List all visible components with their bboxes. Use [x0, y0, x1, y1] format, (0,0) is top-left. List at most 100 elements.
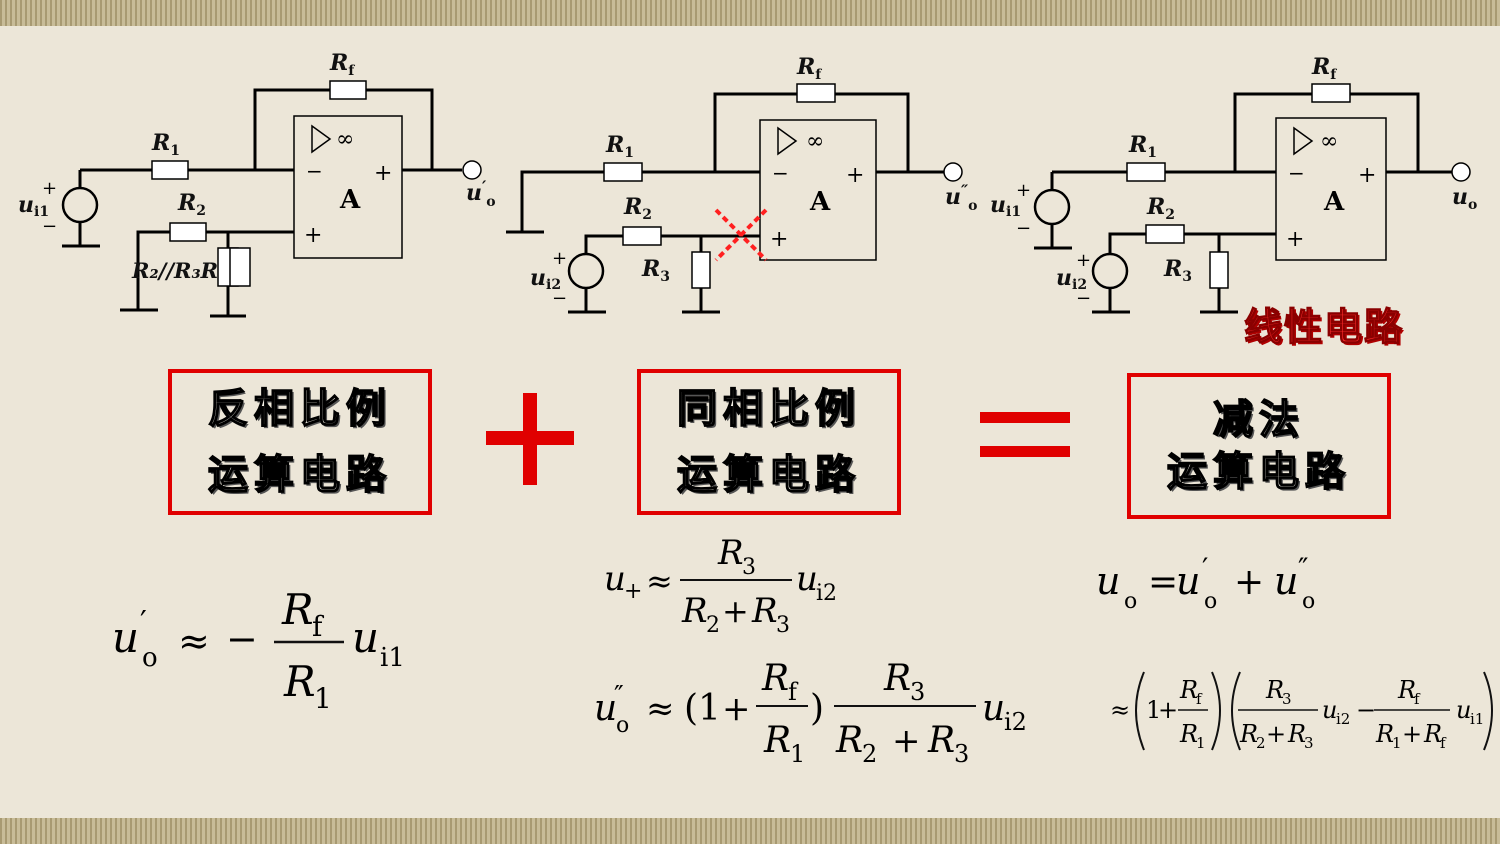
box-inverting-line1: 反相比例 — [207, 385, 392, 433]
label-output-1: u′o — [466, 177, 496, 210]
svg-text:i1: i1 — [1470, 710, 1484, 728]
polarity-minus-3a: − — [1016, 218, 1031, 239]
resistor-r3-3 — [1209, 251, 1229, 289]
svg-text:1: 1 — [314, 682, 332, 715]
box-subtractor: 减法 运算电路 — [1127, 373, 1391, 519]
svg-text:i2: i2 — [1336, 710, 1350, 728]
svg-text:−: − — [1356, 696, 1376, 724]
label-rf-3: Rf — [1311, 54, 1337, 83]
opamp-label-1: A — [339, 185, 361, 215]
equals-operator-top — [980, 412, 1070, 423]
polarity-plus-2: + — [552, 248, 567, 269]
opamp-box-3 — [1275, 117, 1387, 261]
cross-mark — [714, 208, 768, 262]
resistor-r1-3 — [1126, 162, 1166, 182]
label-r1-2: R1 — [605, 132, 634, 161]
svg-text:R: R — [1397, 676, 1416, 704]
resistor-r2-3 — [1145, 224, 1185, 244]
svg-text:R: R — [1423, 720, 1442, 748]
resistor-r2-1 — [169, 222, 207, 242]
svg-text:u: u — [112, 613, 139, 662]
svg-text:f: f — [1440, 734, 1447, 752]
opamp-label-2: A — [809, 187, 831, 217]
svg-text:R: R — [883, 658, 911, 699]
gain-symbol-2: ∞ — [806, 129, 824, 154]
svg-text:≈: ≈ — [178, 619, 210, 663]
svg-text:2: 2 — [706, 613, 720, 638]
resistor-rf-3 — [1311, 83, 1351, 103]
polarity-minus-3b: − — [1076, 288, 1091, 309]
svg-text:R: R — [1265, 676, 1284, 704]
svg-text:−: − — [226, 617, 258, 661]
svg-text:+: + — [1402, 720, 1422, 748]
svg-text:+: + — [624, 579, 642, 604]
polarity-plus-3b: + — [1076, 250, 1091, 271]
svg-text:R: R — [1375, 720, 1394, 748]
svg-text:o: o — [1204, 589, 1217, 614]
output-terminal-2 — [943, 162, 963, 182]
source-ui1-3 — [1033, 188, 1071, 226]
source-ui2-2 — [567, 252, 605, 290]
svg-text:o: o — [1124, 589, 1137, 614]
opamp-out-plus-3: + — [1358, 163, 1376, 188]
opamp-plus-1: + — [304, 223, 322, 248]
svg-text:3: 3 — [1304, 734, 1314, 752]
svg-text:≈: ≈ — [1110, 696, 1130, 724]
label-input-ui2-2: ui2 — [530, 265, 561, 293]
box-subtractor-line2: 运算电路 — [1166, 448, 1351, 496]
svg-text:R: R — [763, 720, 791, 761]
opamp-triangle-1 — [311, 124, 332, 154]
box-inverting-line2: 运算电路 — [207, 451, 392, 499]
big-operators — [486, 393, 1070, 485]
equation-uplus: u + ≈ R 3 R 2 + R 3 u i2 — [604, 533, 837, 638]
svg-text:u: u — [594, 688, 617, 729]
svg-text:R: R — [751, 591, 778, 631]
opamp-out-plus-2: + — [846, 163, 864, 188]
equation-sum: u o = u ′ o + u ″ o — [1096, 552, 1315, 614]
output-terminal-1 — [462, 160, 482, 180]
svg-text:R: R — [681, 591, 708, 631]
svg-text:2: 2 — [1256, 734, 1266, 752]
equation-noninverting: u ″ o ≈ (1 + R f R 1 ) R 3 R 2 + R 3 u i… — [594, 658, 1027, 768]
svg-text:R: R — [717, 533, 744, 573]
svg-text:+: + — [1158, 696, 1178, 724]
svg-text:f: f — [1414, 690, 1421, 708]
svg-text:u: u — [1456, 696, 1471, 724]
label-r1-1: R1 — [151, 130, 180, 159]
svg-text:1: 1 — [1146, 696, 1161, 724]
svg-text:1: 1 — [1196, 734, 1206, 752]
resistor-r1-2 — [603, 162, 643, 182]
opamp-label-3: A — [1323, 187, 1345, 217]
box-noninverting-line2: 运算电路 — [676, 451, 861, 499]
svg-text:≈: ≈ — [646, 562, 673, 600]
label-r2-2: R2 — [623, 194, 652, 223]
opamp-minus-1: − — [306, 159, 323, 183]
label-input-ui2-3: ui2 — [1056, 265, 1087, 293]
svg-text:R: R — [835, 720, 863, 761]
gain-symbol-3: ∞ — [1320, 129, 1338, 154]
svg-text:i2: i2 — [816, 581, 837, 606]
label-input-ui1-3: ui1 — [990, 192, 1021, 220]
svg-text:+: + — [722, 592, 749, 630]
bottom-decorative-band — [0, 818, 1500, 844]
svg-text:R: R — [1179, 676, 1198, 704]
resistor-r3-2 — [691, 251, 711, 289]
top-decorative-band — [0, 0, 1500, 26]
svg-text:R: R — [1287, 720, 1306, 748]
svg-text:f: f — [788, 678, 799, 706]
svg-text:R: R — [1179, 720, 1198, 748]
svg-text:u: u — [1096, 559, 1120, 603]
svg-text:+: + — [722, 689, 751, 729]
svg-text:o: o — [142, 643, 158, 673]
label-rf-1: Rf — [329, 50, 355, 79]
circuit-subtractor — [1033, 83, 1471, 314]
svg-text:3: 3 — [1282, 690, 1292, 708]
svg-text:): ) — [810, 688, 824, 729]
output-terminal-3 — [1451, 162, 1471, 182]
resistor-r2-2 — [622, 226, 662, 246]
svg-text:3: 3 — [776, 613, 790, 638]
svg-text:′: ′ — [140, 605, 147, 640]
svg-text:3: 3 — [954, 740, 969, 768]
box-subtractor-line1: 减法 — [1212, 396, 1305, 444]
